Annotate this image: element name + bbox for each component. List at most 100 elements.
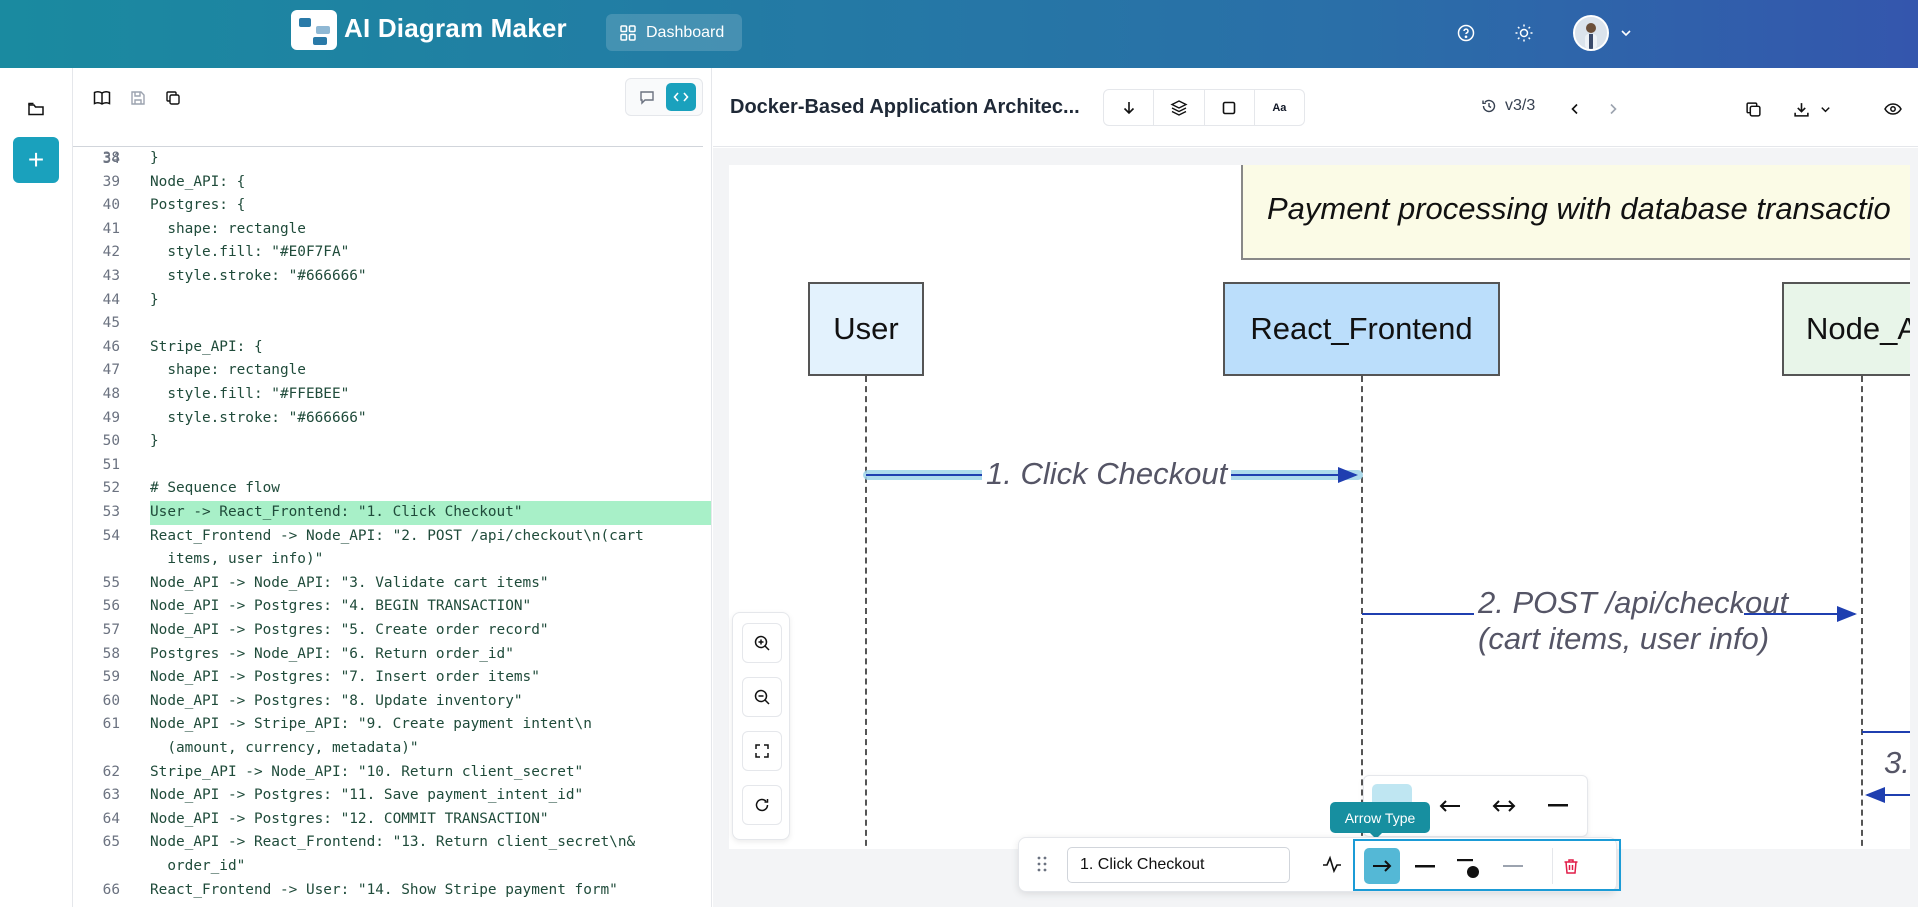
line-style-icon[interactable] bbox=[1322, 854, 1342, 879]
version-control: v3/3 bbox=[1481, 97, 1535, 115]
actor-node-api[interactable]: Node_A bbox=[1782, 282, 1910, 376]
canvas-tool-group: Aa bbox=[1103, 89, 1305, 126]
delete-icon[interactable] bbox=[1552, 848, 1588, 884]
copy-icon[interactable] bbox=[161, 86, 185, 110]
zoom-in-icon[interactable] bbox=[742, 623, 782, 663]
app-logo[interactable] bbox=[291, 10, 337, 50]
message-1-label[interactable]: 1. Click Checkout bbox=[982, 456, 1232, 492]
diagram-note[interactable]: Payment processing with database transac… bbox=[1241, 165, 1910, 260]
actor-react-frontend[interactable]: React_Frontend bbox=[1223, 282, 1500, 376]
line-text: User -> React_Frontend: "1. Click Checko… bbox=[150, 501, 711, 525]
line-text: style.fill: "#FFEBEE" bbox=[150, 386, 350, 402]
code-line[interactable]: 45 bbox=[73, 312, 711, 336]
code-line[interactable]: 52# Sequence flow bbox=[73, 477, 711, 501]
code-view-icon[interactable] bbox=[666, 83, 696, 111]
arrow-right-icon[interactable] bbox=[1364, 848, 1400, 884]
no-arrow-option[interactable] bbox=[1538, 788, 1578, 824]
download-icon[interactable] bbox=[1789, 97, 1813, 121]
code-line[interactable]: 49 style.stroke: "#666666" bbox=[73, 407, 711, 431]
line-number: 63 bbox=[102, 787, 120, 804]
theme-toggle-icon[interactable] bbox=[1511, 20, 1537, 46]
save-icon[interactable] bbox=[126, 86, 150, 110]
code-line[interactable]: order_id" bbox=[73, 855, 711, 879]
code-line[interactable]: 41 shape: rectangle bbox=[73, 218, 711, 242]
comment-icon[interactable] bbox=[632, 83, 662, 111]
line-text: Node_API -> Postgres: "12. COMMIT TRANSA… bbox=[150, 810, 549, 827]
new-diagram-button[interactable]: + bbox=[13, 137, 59, 183]
code-line[interactable]: 47 shape: rectangle bbox=[73, 359, 711, 383]
layers-icon[interactable] bbox=[1154, 90, 1205, 125]
help-icon[interactable] bbox=[1453, 20, 1479, 46]
code-line[interactable]: 43 style.stroke: "#666666" bbox=[73, 265, 711, 289]
line-number: 40 bbox=[102, 197, 120, 214]
fit-screen-icon[interactable] bbox=[742, 731, 782, 771]
code-line[interactable]: 50} bbox=[73, 430, 711, 454]
code-line[interactable]: 48 style.fill: "#FFEBEE" bbox=[73, 383, 711, 407]
thin-line-icon[interactable] bbox=[1495, 848, 1531, 884]
line-text: # Sequence flow bbox=[150, 480, 280, 497]
code-line[interactable]: 51 bbox=[73, 454, 711, 478]
code-line[interactable]: 42 style.fill: "#E0F7FA" bbox=[73, 241, 711, 265]
line-text: React_Frontend -> User: "14. Show Stripe… bbox=[150, 881, 618, 898]
font-size-icon[interactable]: Aa bbox=[1272, 101, 1287, 114]
line-text: shape: rectangle bbox=[150, 220, 306, 237]
edge-toolbar bbox=[1018, 837, 1621, 892]
line-text: order_id" bbox=[150, 858, 246, 874]
line-number: 48 bbox=[102, 386, 120, 402]
line-number: 59 bbox=[102, 669, 120, 686]
arrow-both-option[interactable] bbox=[1484, 788, 1524, 824]
app-title: AI Diagram Maker bbox=[344, 13, 567, 43]
arrow-down-icon[interactable] bbox=[1104, 90, 1155, 125]
duplicate-icon[interactable] bbox=[1741, 97, 1765, 121]
code-line[interactable]: items, user info)" bbox=[73, 548, 711, 572]
history-icon[interactable] bbox=[1481, 98, 1497, 114]
edge-label-input[interactable] bbox=[1067, 847, 1290, 883]
chevron-down-icon[interactable] bbox=[1613, 20, 1639, 46]
document-title[interactable]: Docker-Based Application Architec... bbox=[730, 96, 1080, 118]
message-2-label[interactable]: 2. POST /api/checkout (cart items, user … bbox=[1474, 585, 1788, 657]
arrow-left-option[interactable] bbox=[1430, 788, 1470, 824]
user-avatar[interactable] bbox=[1573, 15, 1609, 51]
code-line[interactable]: 38} bbox=[73, 147, 711, 171]
actor-user[interactable]: User bbox=[808, 282, 924, 376]
previous-version-icon[interactable] bbox=[1563, 97, 1587, 121]
open-folder-button[interactable] bbox=[13, 86, 59, 132]
code-line[interactable]: (amount, currency, metadata)" bbox=[73, 737, 711, 761]
code-line[interactable]: 39 bbox=[73, 171, 711, 195]
line-text: } bbox=[150, 150, 159, 166]
diagram-canvas[interactable]: Payment processing with database transac… bbox=[713, 148, 1918, 907]
download-options-chevron-icon[interactable] bbox=[1813, 97, 1837, 121]
message-3-label[interactable]: 3. bbox=[1884, 745, 1910, 781]
code-line[interactable]: 44} bbox=[73, 289, 711, 313]
dashboard-button[interactable]: Dashboard bbox=[606, 14, 742, 51]
preview-eye-icon[interactable] bbox=[1881, 97, 1905, 121]
reset-view-icon[interactable] bbox=[742, 785, 782, 825]
solid-line-icon[interactable] bbox=[1407, 848, 1443, 884]
dashed-line-icon[interactable] bbox=[1451, 848, 1487, 884]
grid-icon bbox=[620, 24, 636, 41]
next-version-icon[interactable] bbox=[1601, 97, 1625, 121]
square-icon[interactable] bbox=[1205, 90, 1255, 125]
zoom-out-icon[interactable] bbox=[742, 677, 782, 717]
line-text: Node_API -> Stripe_API: "9. Create payme… bbox=[150, 716, 592, 733]
drag-handle-icon[interactable] bbox=[1037, 856, 1047, 877]
book-icon[interactable] bbox=[90, 86, 114, 110]
line-number: 47 bbox=[102, 362, 120, 379]
